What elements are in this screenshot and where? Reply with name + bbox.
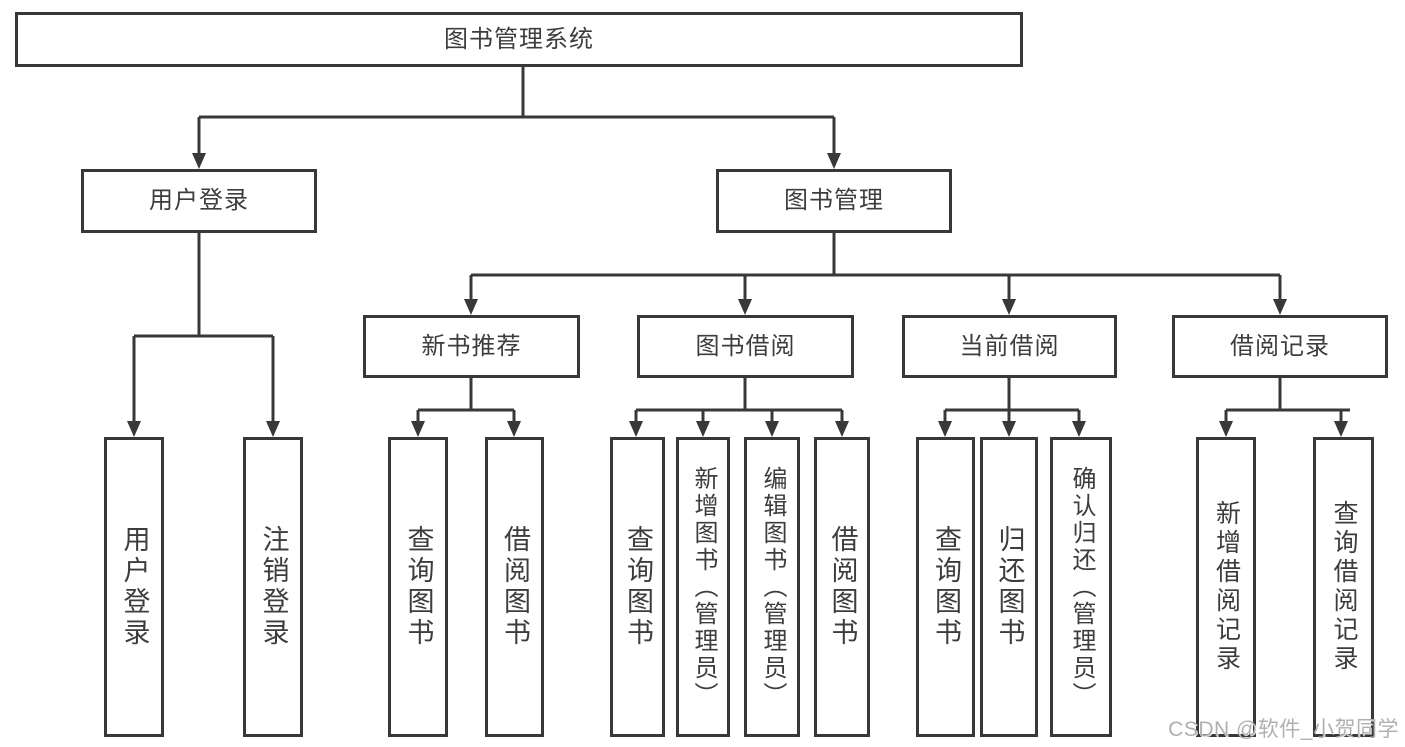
leaf-query-book-borrow: 查询图书 <box>610 437 665 737</box>
node-library-system: 图书管理系统 <box>15 12 1023 67</box>
node-user-login: 用户登录 <box>81 169 317 233</box>
node-current-borrow: 当前借阅 <box>902 315 1117 378</box>
leaf-borrow-book-recommend: 借阅图书 <box>485 437 544 737</box>
node-new-book-recommend: 新书推荐 <box>363 315 580 378</box>
leaf-query-borrow-record: 查询借阅记录 <box>1313 437 1374 737</box>
watermark: CSDN @软件_小贺同学 <box>1168 718 1399 741</box>
leaf-logout: 注销登录 <box>243 437 303 737</box>
leaf-confirm-return-admin: 确认归还（管理员） <box>1050 437 1112 737</box>
leaf-add-book-admin: 新增图书（管理员） <box>676 437 730 737</box>
leaf-query-book-current: 查询图书 <box>916 437 975 737</box>
leaf-user-login: 用户登录 <box>104 437 164 737</box>
node-book-management: 图书管理 <box>716 169 952 233</box>
node-book-borrow: 图书借阅 <box>637 315 854 378</box>
node-borrow-record: 借阅记录 <box>1172 315 1388 378</box>
leaf-add-borrow-record: 新增借阅记录 <box>1196 437 1256 737</box>
leaf-query-book-recommend: 查询图书 <box>388 437 448 737</box>
leaf-return-book: 归还图书 <box>980 437 1038 737</box>
leaf-borrow-book: 借阅图书 <box>814 437 870 737</box>
leaf-edit-book-admin: 编辑图书（管理员） <box>744 437 800 737</box>
